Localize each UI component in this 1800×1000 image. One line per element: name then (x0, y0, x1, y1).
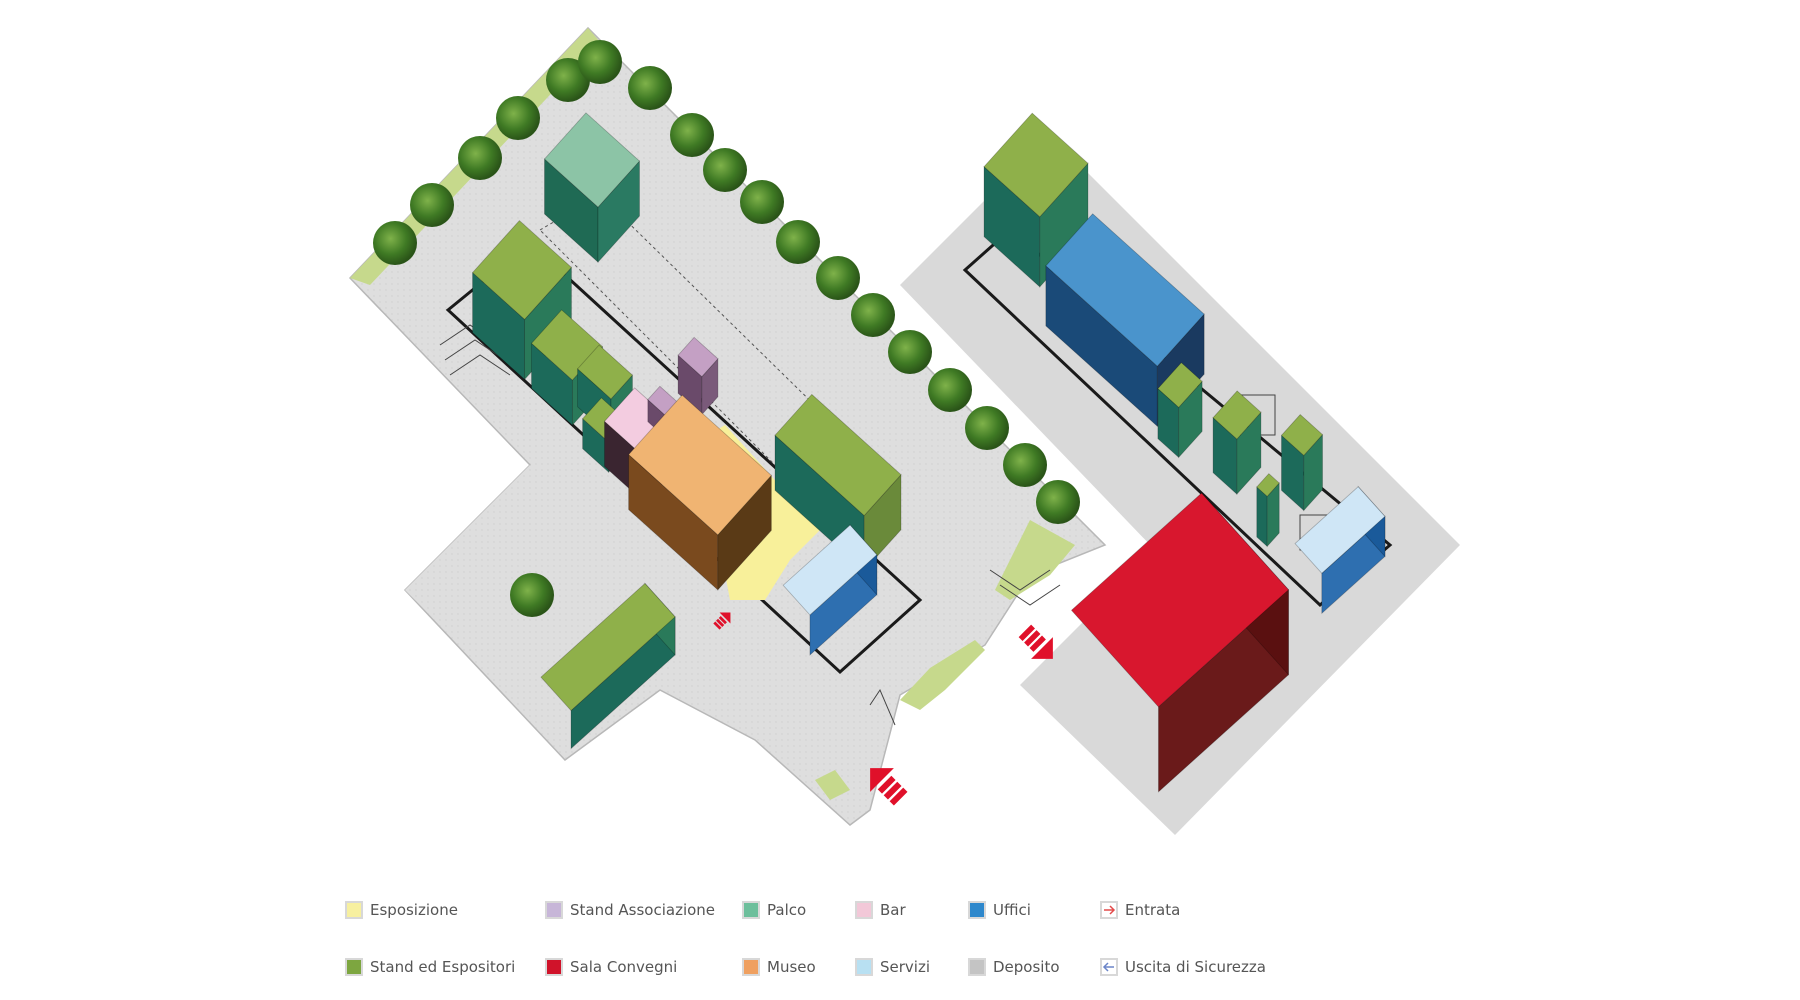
stand-block-second-2 (1157, 362, 1203, 459)
tree-icon (888, 330, 932, 374)
legend-swatch (545, 958, 563, 976)
stand-block-second-4-top (1280, 413, 1324, 457)
tree-icon (546, 58, 590, 102)
legend-label: Stand Associazione (570, 901, 716, 919)
legend-item-servizi: Servizi (855, 955, 930, 979)
tree-icon (965, 406, 1009, 450)
legend-arrow-icon (1100, 958, 1118, 976)
tree-icon (578, 40, 622, 84)
entrance-arrows (713, 612, 1053, 806)
tree-icon (373, 221, 417, 265)
legend-item-uffici: Uffici (968, 898, 1031, 922)
tree-icon (510, 573, 554, 617)
stand-block-5-top (774, 393, 902, 517)
legend-label: Esposizione (370, 901, 458, 919)
legend-item-bar: Bar (855, 898, 906, 922)
tree-row (373, 40, 1080, 617)
blocks-layer (472, 112, 1386, 793)
associazione-block-1 (677, 336, 719, 416)
legend-item-deposito: Deposito (968, 955, 1060, 979)
entrance-arrow-east (1018, 624, 1053, 659)
legend-swatch (855, 958, 873, 976)
legend-label: Uscita di Sicurezza (1125, 958, 1266, 976)
stand-block-3-top (577, 344, 633, 400)
museo-block (628, 394, 772, 591)
stand-block-second-5 (1256, 473, 1280, 548)
tree-icon (496, 96, 540, 140)
servizi-block-second-top (1294, 486, 1386, 574)
tree-icon (458, 136, 502, 180)
legend-label: Museo (767, 958, 816, 976)
tree-icon (851, 293, 895, 337)
tree-icon (703, 148, 747, 192)
palco-block-top (543, 112, 641, 208)
tree-icon (928, 368, 972, 412)
legend-swatch (345, 958, 363, 976)
tree-icon (670, 113, 714, 157)
main-site-ground (348, 26, 1107, 826)
legend-label: Uffici (993, 901, 1031, 919)
entrance-arrow-inner (713, 612, 731, 630)
tree-icon (1036, 480, 1080, 524)
legend-item-stand-espositori: Stand ed Espositori (345, 955, 515, 979)
sala-convegni-block (1070, 492, 1290, 793)
palco-block (543, 112, 641, 264)
museo-block-top (628, 394, 772, 536)
servizi-block-main (782, 523, 878, 656)
tree-icon (816, 256, 860, 300)
tree-icon (776, 220, 820, 264)
stand-block-outdoor-top (540, 582, 676, 712)
legend-swatch (968, 901, 986, 919)
legend-item-stand-associazione: Stand Associazione (545, 898, 715, 922)
second-site-ground (900, 135, 1460, 835)
stand-block-second-2-top (1157, 362, 1203, 408)
stand-block-second-5-top (1256, 473, 1280, 497)
legend-item-museo: Museo (742, 955, 816, 979)
legend-swatch (742, 958, 760, 976)
sala-convegni-block-top (1070, 492, 1290, 708)
legend-item-entrata: Entrata (1100, 898, 1180, 922)
legend-swatch (855, 901, 873, 919)
legend-swatch (742, 901, 760, 919)
legend-item-palco: Palco (742, 898, 806, 922)
legend-label: Deposito (993, 958, 1060, 976)
legend-swatch (545, 901, 563, 919)
legend-item-esposizione: Esposizione (345, 898, 458, 922)
legend-label: Entrata (1125, 901, 1181, 919)
servizi-block-main-top (782, 524, 878, 616)
legend-label: Sala Convegni (570, 958, 678, 976)
legend-item-uscita-sicurezza: Uscita di Sicurezza (1100, 955, 1266, 979)
uffici-block-top (1045, 213, 1205, 367)
legend-swatch (345, 901, 363, 919)
legend-label: Bar (880, 901, 906, 919)
stand-block-second-3-top (1212, 390, 1262, 440)
floor-plan (348, 26, 1460, 835)
legend-label: Servizi (880, 958, 931, 976)
tree-icon (628, 66, 672, 110)
tree-icon (1003, 443, 1047, 487)
stand-block-second-1-top (983, 112, 1089, 218)
legend-item-sala-convegni: Sala Convegni (545, 955, 677, 979)
entrance-arrow-south (870, 768, 908, 806)
stand-block-second-5-side (1256, 486, 1268, 548)
legend-arrow-icon (1100, 901, 1118, 919)
tree-icon (740, 180, 784, 224)
legend-label: Stand ed Espositori (370, 958, 516, 976)
legend-swatch (968, 958, 986, 976)
legend-label: Palco (767, 901, 807, 919)
stand-block-second-4 (1280, 413, 1324, 512)
stand-block-outdoor (540, 582, 676, 750)
stand-block-second-3 (1212, 390, 1262, 496)
associazione-block-1-top (677, 336, 719, 378)
stand-block-1-top (472, 220, 572, 320)
tree-icon (410, 183, 454, 227)
servizi-block-second (1294, 485, 1386, 615)
